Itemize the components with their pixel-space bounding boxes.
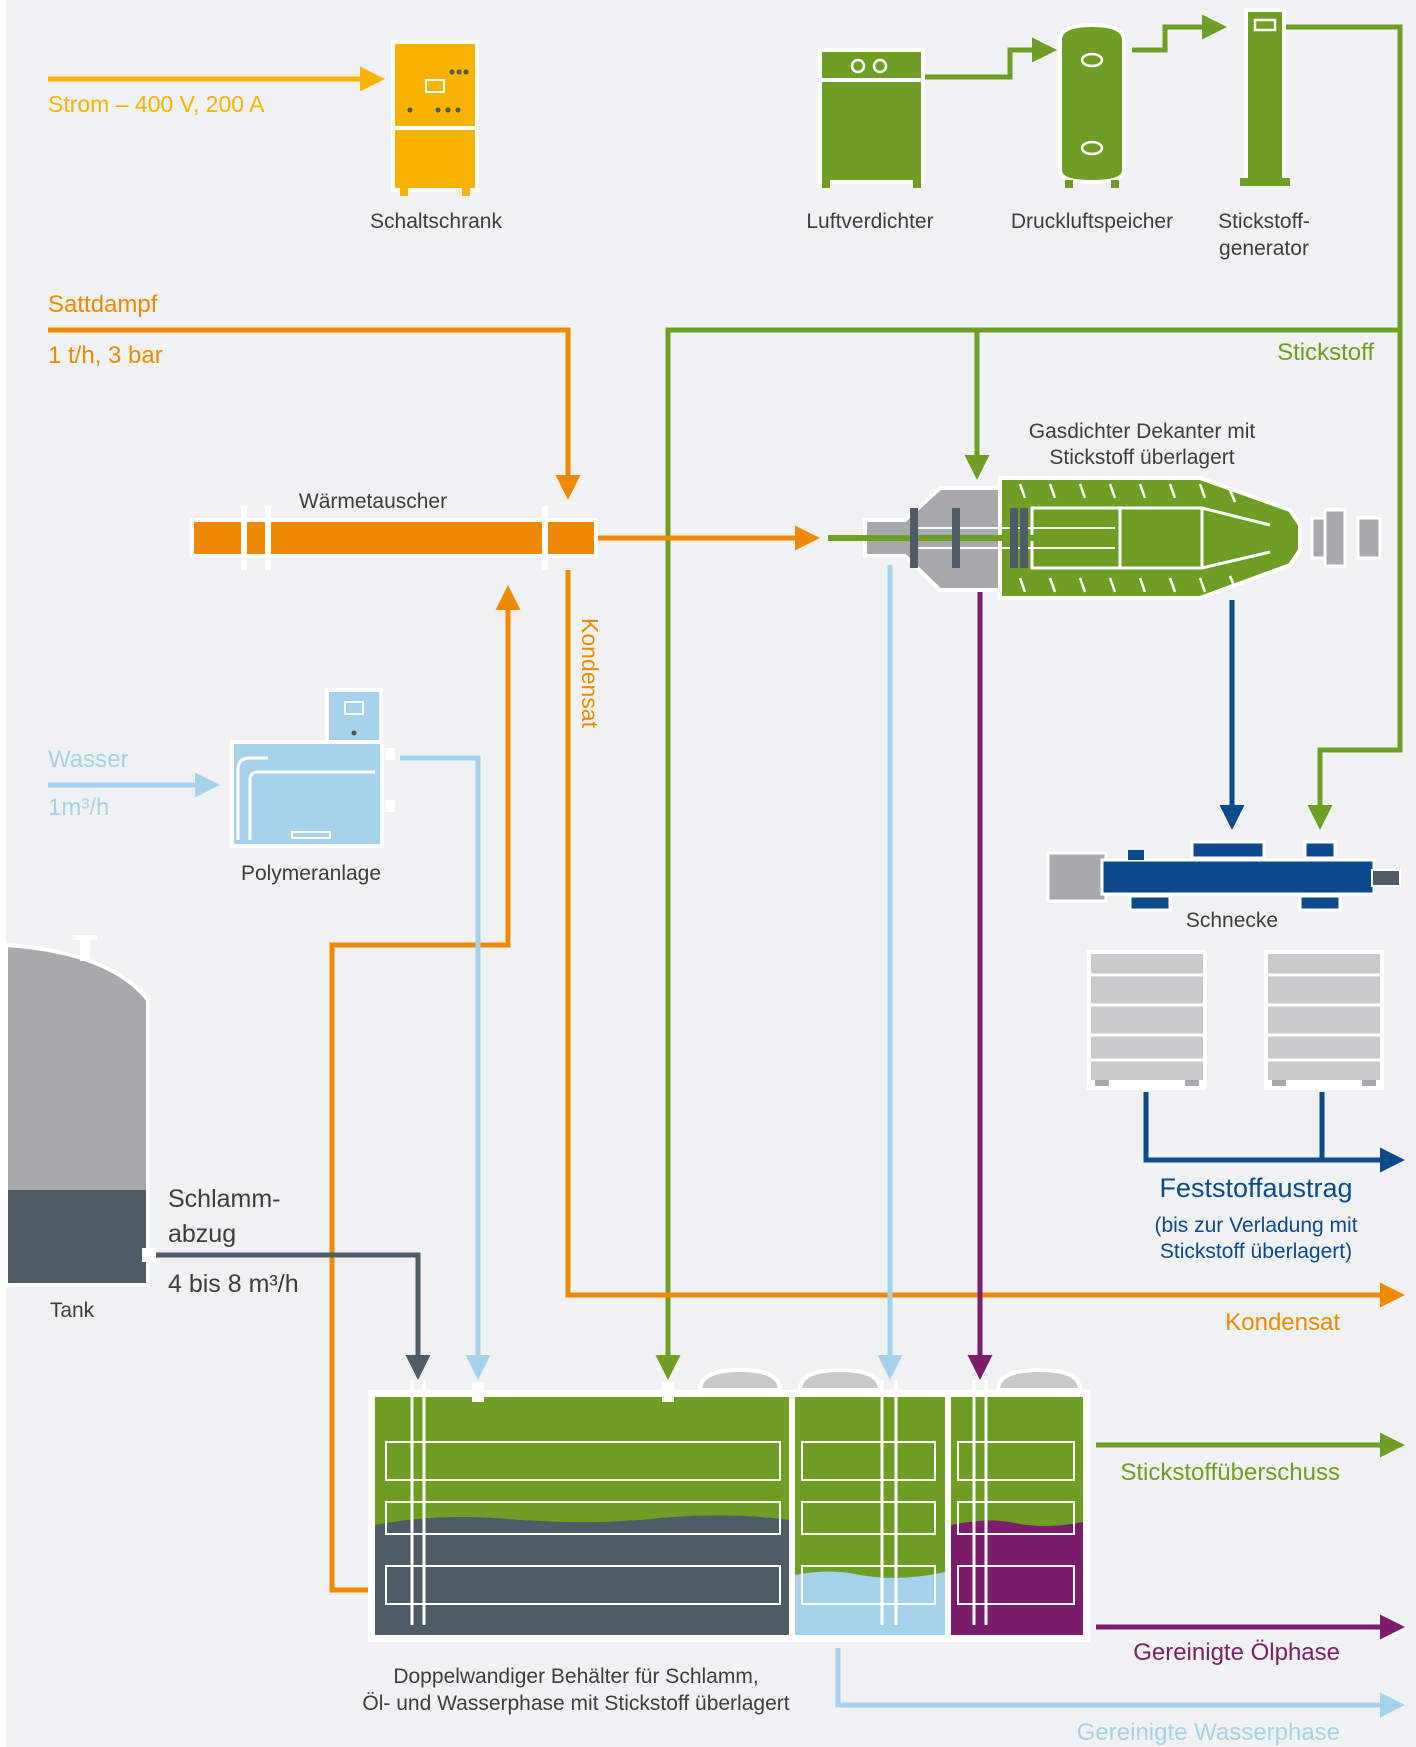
vessel-label-2: Öl- und Wasserphase mit Stickstoff überl… xyxy=(362,1692,789,1715)
polymer-unit-icon xyxy=(230,688,395,848)
air-line-2 xyxy=(1132,14,1227,53)
nitrogen-line-main xyxy=(1282,24,1403,830)
water-out-line xyxy=(835,1648,1405,1718)
nitrogen-label: Stickstoff xyxy=(1277,339,1374,366)
solids-note-1: (bis zur Verladung mit xyxy=(1154,1214,1357,1237)
control-cabinet-icon xyxy=(391,40,479,196)
sludge-rate-label: 4 bis 8 m³/h xyxy=(168,1270,299,1298)
water-phase-label: Gereinigte Wasserphase xyxy=(1077,1719,1340,1746)
compressor-label: Luftverdichter xyxy=(806,210,933,233)
solids-discharge-label: Feststoffaustrag xyxy=(1159,1173,1352,1203)
heat-exchanger-icon xyxy=(190,506,598,570)
decanter-label-1: Gasdichter Dekanter mit xyxy=(1029,420,1256,443)
water-rate-label: 1m³/h xyxy=(48,794,109,821)
nitrogen-generator-icon xyxy=(1240,8,1290,186)
nitrogen-line-tank xyxy=(655,327,1400,1380)
air-tank-label: Druckluftspeicher xyxy=(1011,210,1173,233)
steam-label: Sattdampf xyxy=(48,291,158,318)
decanter-icon xyxy=(828,476,1382,600)
sludge-label-2: abzug xyxy=(168,1220,236,1248)
condensate-line xyxy=(565,570,1405,1308)
nitrogen-generator-label-1: Stickstoff- xyxy=(1218,210,1310,233)
nitrogen-excess-label: Stickstoffüberschuss xyxy=(1120,1459,1340,1486)
sludge-feed-line xyxy=(329,585,521,1593)
oil-phase-label: Gereinigte Ölphase xyxy=(1133,1639,1340,1666)
decanter-label-2: Stickstoff überlagert xyxy=(1049,446,1234,469)
vessel-icon xyxy=(368,1367,1090,1642)
screw-conveyor-label: Schnecke xyxy=(1186,909,1278,932)
polymer-line xyxy=(400,755,491,1380)
container-icon xyxy=(1264,950,1384,1090)
sludge-draw-line xyxy=(150,1252,431,1380)
air-compressor-icon xyxy=(818,48,925,188)
solids-note-2: Stickstoff überlagert) xyxy=(1160,1240,1352,1263)
condensate-vertical-label: Kondensat xyxy=(577,618,603,729)
heat-exchanger-label: Wärmetauscher xyxy=(299,490,447,513)
air-tank-icon xyxy=(1058,22,1126,188)
air-line-1 xyxy=(925,37,1057,80)
screw-conveyor-icon xyxy=(1046,840,1401,912)
tank-label: Tank xyxy=(50,1299,95,1322)
condensate-out-label: Kondensat xyxy=(1225,1309,1340,1336)
container-icon xyxy=(1087,950,1207,1090)
vessel-label-1: Doppelwandiger Behälter für Schlamm, xyxy=(393,1665,758,1688)
water-label: Wasser xyxy=(48,746,128,773)
steam-rate-label: 1 t/h, 3 bar xyxy=(48,342,163,369)
nitrogen-generator-label-2: generator xyxy=(1219,237,1309,260)
steam-line xyxy=(48,327,581,500)
polymer-unit-label: Polymeranlage xyxy=(241,862,381,885)
control-cabinet-label: Schaltschrank xyxy=(370,210,502,233)
solids-out-line-1 xyxy=(1143,1092,1405,1173)
sludge-label-1: Schlamm- xyxy=(168,1185,281,1213)
power-label: Strom – 400 V, 200 A xyxy=(48,91,265,117)
storage-tank-icon xyxy=(4,935,156,1287)
